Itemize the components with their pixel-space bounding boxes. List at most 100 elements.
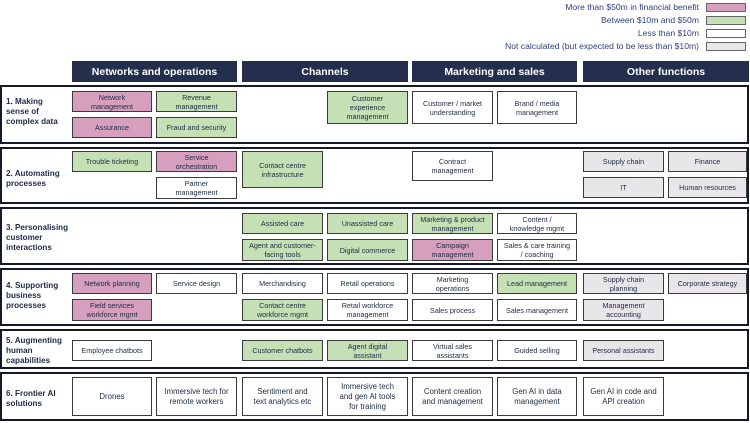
use-case-label: Finance bbox=[694, 157, 721, 166]
use-case-it: IT bbox=[583, 177, 664, 198]
use-case-label: IT bbox=[620, 183, 627, 192]
column-header-networks: Networks and operations bbox=[72, 61, 237, 82]
use-case-guided-selling: Guided selling bbox=[497, 340, 577, 361]
use-case-assisted-care: Assisted care bbox=[242, 213, 323, 234]
use-case-label: Revenue management bbox=[175, 92, 218, 111]
use-case-label: Agent and customer- facing tools bbox=[249, 241, 316, 259]
use-case-label: Contact centre workforce mgmt bbox=[256, 301, 309, 319]
use-case-label: Contact centre infrastructure bbox=[259, 160, 306, 179]
use-case-customer-market-understanding: Customer / market understanding bbox=[412, 91, 493, 124]
use-case-content-knowledge-mgmt: Content / knowledge mgmt bbox=[497, 213, 577, 234]
legend-item-low: Less than $10m bbox=[638, 28, 746, 38]
use-case-label: Virtual sales assistants bbox=[432, 341, 473, 360]
use-case-label: Assisted care bbox=[260, 219, 305, 228]
use-case-supply-chain: Supply chain bbox=[583, 151, 664, 172]
use-case-label: Merchandising bbox=[259, 279, 306, 288]
row-label-6: 6. Frontier AI solutions bbox=[6, 389, 56, 408]
use-case-label: Network planning bbox=[84, 279, 140, 288]
use-case-label: Marketing operations bbox=[435, 274, 470, 293]
use-case-drones: Drones bbox=[72, 377, 152, 416]
use-case-finance: Finance bbox=[668, 151, 747, 172]
use-case-agent-digital-assistant: Agent digital assistant bbox=[327, 340, 408, 361]
use-case-sentiment-text-analytics: Sentiment and text analytics etc bbox=[242, 377, 323, 416]
use-case-label: Sentiment and text analytics etc bbox=[253, 386, 312, 406]
column-header-marketing: Marketing and sales bbox=[412, 61, 577, 82]
use-case-sales-process: Sales process bbox=[412, 299, 493, 321]
use-case-customer-experience-management: Customer experience management bbox=[327, 91, 408, 124]
use-case-trouble-ticketing: Trouble ticketing bbox=[72, 151, 152, 172]
use-case-label: Retail workforce management bbox=[341, 301, 394, 319]
use-case-fraud-and-security: Fraud and security bbox=[156, 117, 237, 138]
column-header-channels: Channels bbox=[242, 61, 408, 82]
row-label-5: 5. Augmenting human capabilities bbox=[6, 336, 62, 365]
use-case-merchandising: Merchandising bbox=[242, 273, 323, 294]
use-case-assurance: Assurance bbox=[72, 117, 152, 138]
use-case-retail-operations: Retail operations bbox=[327, 273, 408, 294]
use-case-gen-ai-code-api-creation: Gen AI in code and API creation bbox=[583, 377, 664, 416]
use-case-marketing-operations: Marketing operations bbox=[412, 273, 493, 294]
use-case-contract-management: Contract management bbox=[412, 151, 493, 181]
use-case-label: Immersive tech for remote workers bbox=[164, 386, 229, 406]
use-case-corporate-strategy: Corporate strategy bbox=[668, 273, 747, 294]
use-case-label: Field services workforce mgmt bbox=[86, 301, 138, 319]
use-case-label: Management accounting bbox=[602, 301, 645, 319]
use-case-label: Unassisted care bbox=[341, 219, 394, 228]
use-case-label: Contract management bbox=[431, 157, 474, 175]
use-case-service-orchestration: Service orchestration bbox=[156, 151, 237, 172]
use-case-label: Supply chain planning bbox=[602, 274, 645, 293]
use-case-label: Service orchestration bbox=[175, 152, 218, 171]
use-case-contact-centre-infrastructure: Contact centre infrastructure bbox=[242, 151, 323, 188]
use-case-label: Service design bbox=[172, 279, 221, 288]
use-case-campaign-management: Campaign management bbox=[412, 239, 493, 261]
use-case-content-creation-management: Content creation and management bbox=[412, 377, 493, 416]
use-case-label: Customer chatbots bbox=[252, 346, 313, 355]
use-case-label: Sales process bbox=[429, 305, 476, 315]
use-case-immersive-tech-remote-workers: Immersive tech for remote workers bbox=[156, 377, 237, 416]
legend-label: Between $10m and $50m bbox=[601, 15, 699, 25]
use-case-sales-care-training: Sales & care training / coaching bbox=[497, 239, 577, 261]
legend-label: Not calculated (but expected to be less … bbox=[505, 41, 699, 51]
use-case-service-design: Service design bbox=[156, 273, 237, 294]
use-case-label: Content creation and management bbox=[422, 386, 483, 406]
use-case-label: Corporate strategy bbox=[677, 279, 738, 288]
use-case-label: Digital commerce bbox=[339, 245, 396, 255]
use-case-digital-commerce: Digital commerce bbox=[327, 239, 408, 261]
use-case-label: Fraud and security bbox=[166, 123, 227, 132]
legend-label: More than $50m in financial benefit bbox=[565, 2, 699, 12]
row-label-3: 3. Personalising customer interactions bbox=[6, 223, 69, 252]
use-case-field-services-workforce-mgmt: Field services workforce mgmt bbox=[72, 299, 152, 321]
legend-item-not-calculated: Not calculated (but expected to be less … bbox=[505, 41, 746, 51]
legend-label: Less than $10m bbox=[637, 28, 699, 38]
use-case-label: Drones bbox=[99, 391, 125, 401]
use-case-label: Partner management bbox=[175, 179, 218, 197]
legend-swatch-white bbox=[706, 28, 746, 38]
use-case-employee-chatbots: Employee chatbots bbox=[72, 340, 152, 361]
use-case-network-management: Network management bbox=[72, 91, 152, 112]
use-case-retail-workforce-management: Retail workforce management bbox=[327, 299, 408, 321]
column-header-other: Other functions bbox=[583, 61, 749, 82]
use-case-label: Campaign management bbox=[431, 241, 474, 259]
use-case-virtual-sales-assistants: Virtual sales assistants bbox=[412, 340, 493, 361]
use-case-label: Lead management bbox=[507, 279, 567, 288]
use-case-network-planning: Network planning bbox=[72, 273, 152, 294]
use-case-label: Retail operations bbox=[340, 279, 395, 288]
row-label-4: 4. Supporting business processes bbox=[6, 281, 59, 310]
use-case-marketing-product-management: Marketing & product management bbox=[412, 213, 493, 234]
use-case-label: Personal assistants bbox=[592, 346, 655, 355]
use-case-label: Customer experience management bbox=[346, 94, 389, 121]
use-case-label: Trouble ticketing bbox=[85, 157, 139, 166]
use-case-management-accounting: Management accounting bbox=[583, 299, 664, 321]
use-case-partner-management: Partner management bbox=[156, 177, 237, 199]
use-case-supply-chain-planning: Supply chain planning bbox=[583, 273, 664, 294]
use-case-label: Supply chain bbox=[602, 157, 645, 166]
use-case-personal-assistants: Personal assistants bbox=[583, 340, 664, 361]
legend-swatch-pink bbox=[706, 2, 746, 12]
use-case-human-resources: Human resources bbox=[668, 177, 747, 198]
use-case-label: Agent digital assistant bbox=[347, 341, 388, 360]
use-case-immersive-tech-gen-ai-training: Immersive tech and gen AI tools for trai… bbox=[327, 377, 408, 416]
use-case-label: Guided selling bbox=[514, 346, 560, 355]
use-case-label: Employee chatbots bbox=[81, 346, 143, 355]
use-case-label: Human resources bbox=[679, 183, 736, 192]
use-case-gen-ai-data-management: Gen AI in data management bbox=[497, 377, 577, 416]
use-case-lead-management: Lead management bbox=[497, 273, 577, 294]
